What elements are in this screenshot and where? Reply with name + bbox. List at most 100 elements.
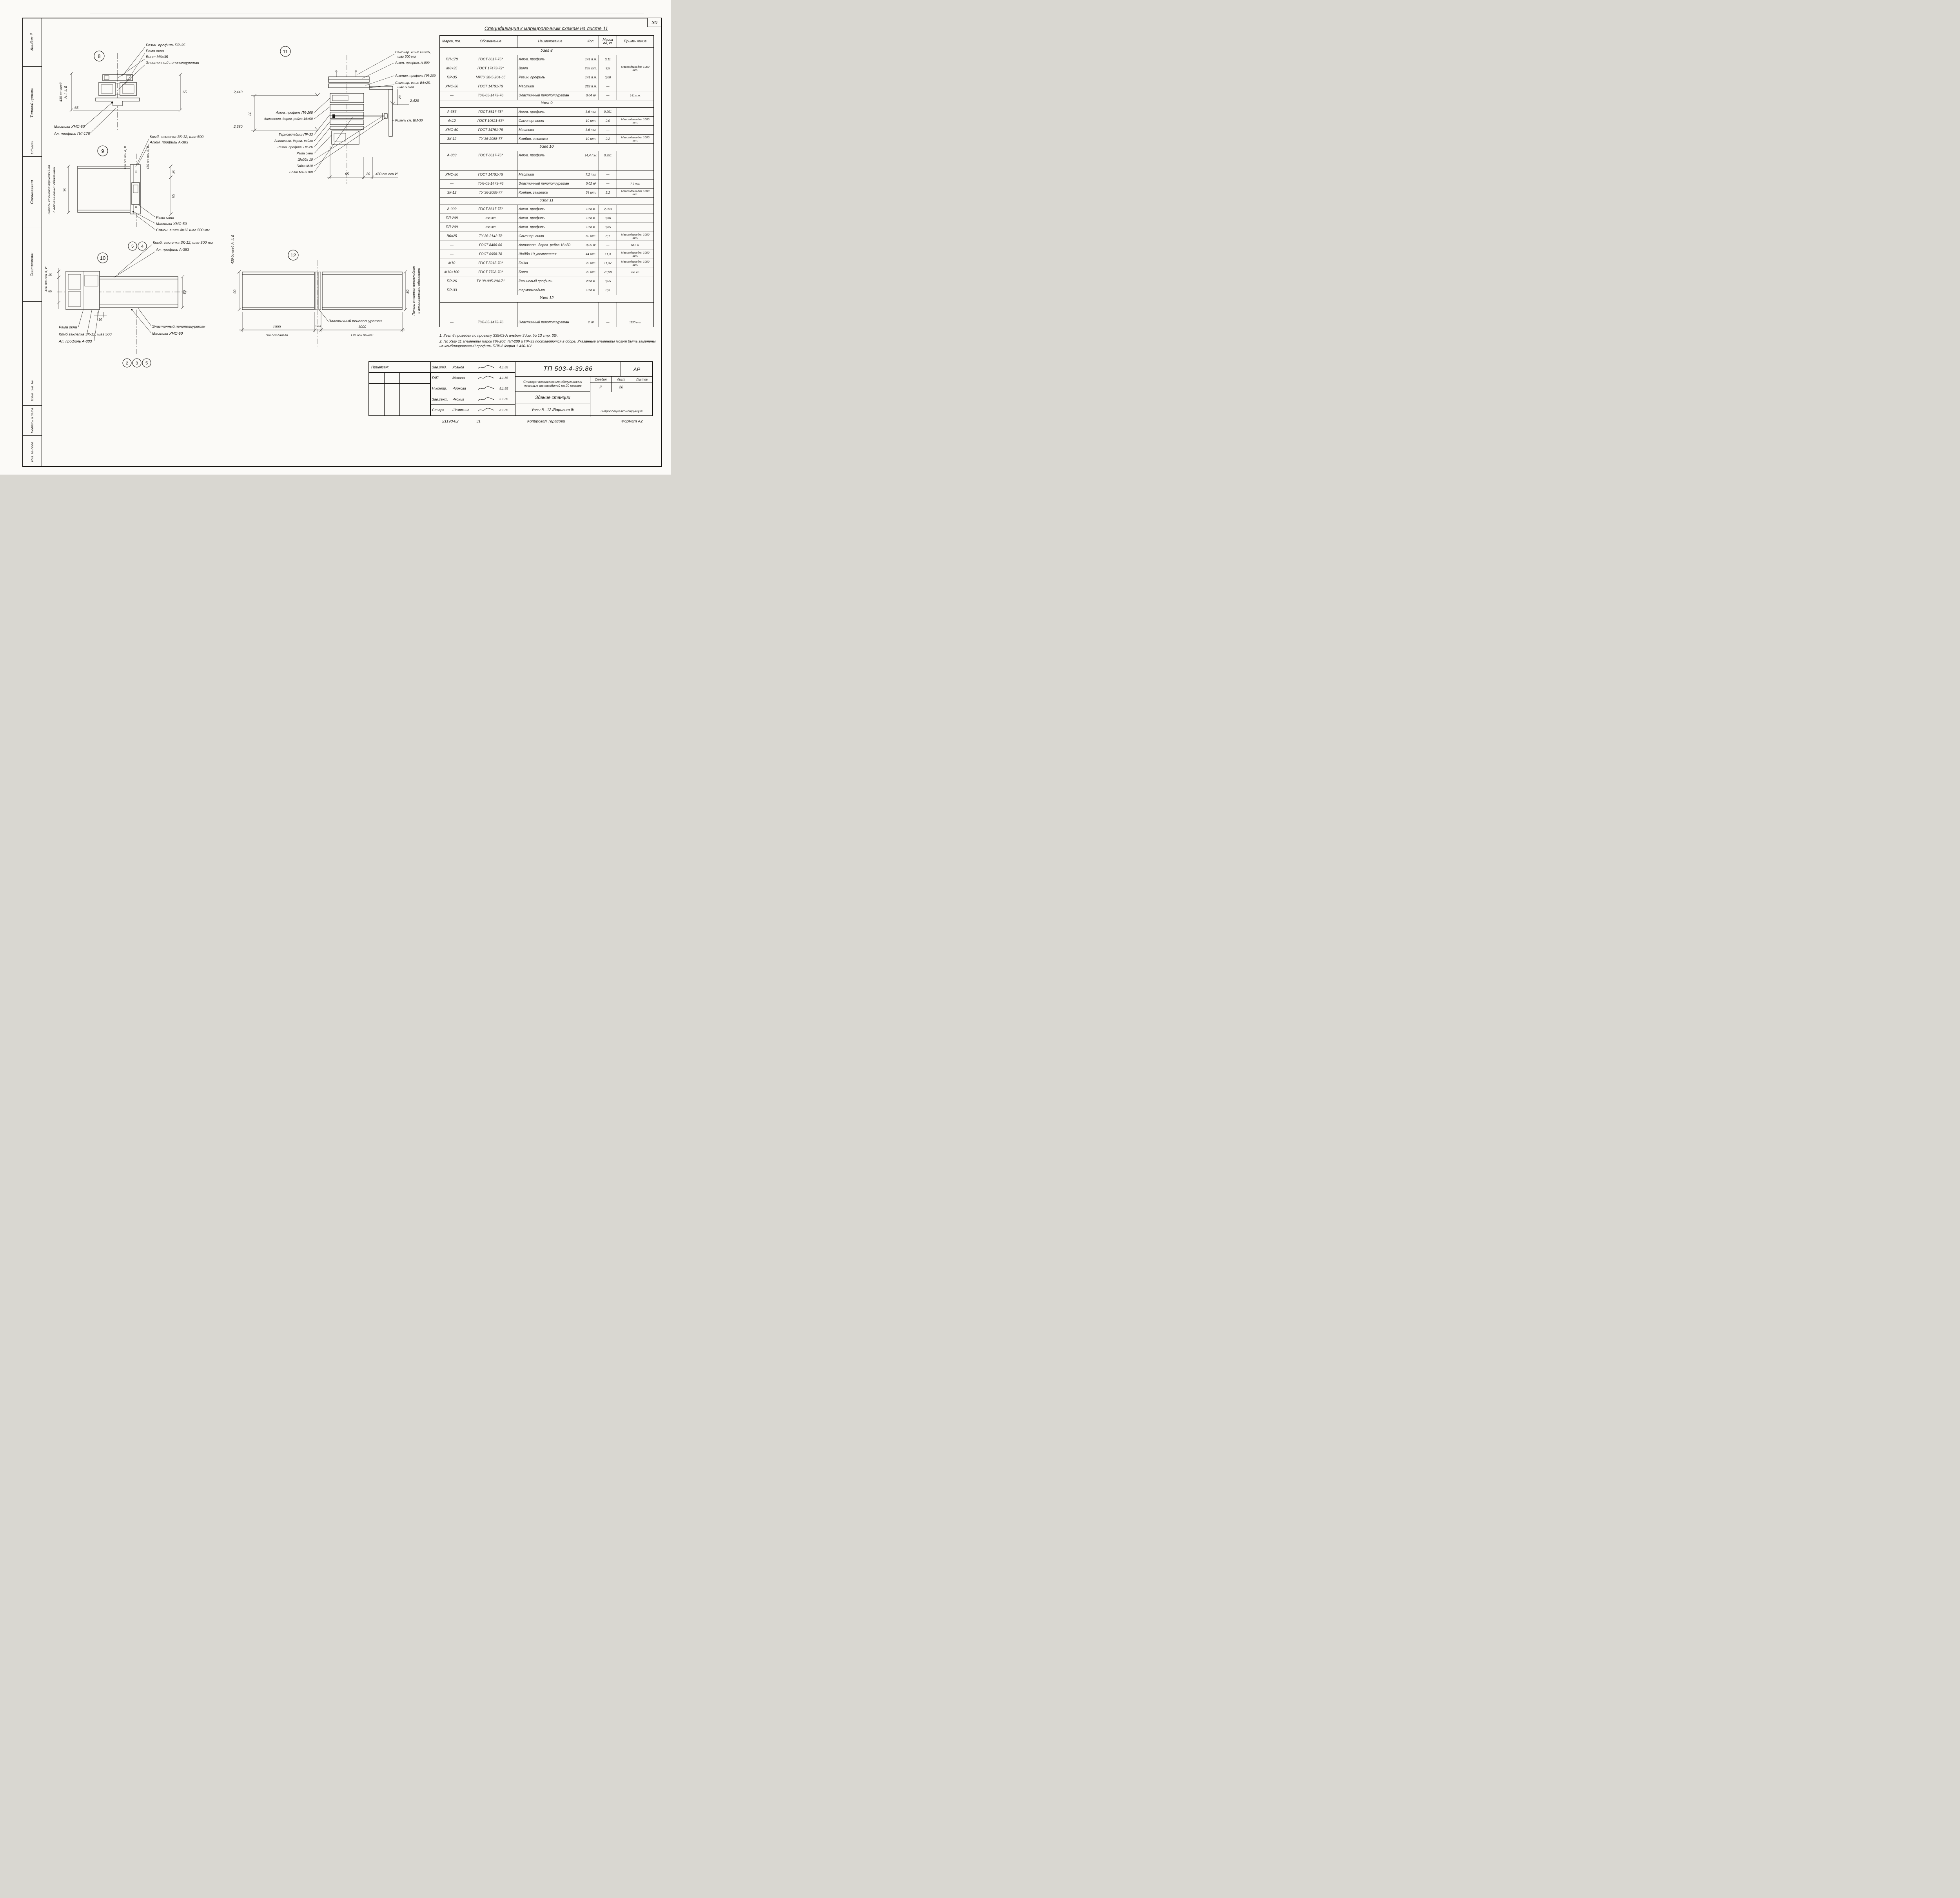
signer-name: Шемякина — [451, 404, 476, 415]
spec-cell-mass: 0,11 — [599, 55, 617, 64]
margin-cell-vzam: Взам. инв. № — [22, 376, 42, 406]
spec-cell-note — [617, 82, 653, 91]
spec-cell-note — [617, 151, 653, 160]
margin-cell-podpis: Подпись и дата — [22, 406, 42, 436]
node-10-dim-65: 65 — [48, 290, 52, 293]
spec-cell-mass: 2,2 — [599, 188, 617, 197]
spec-cell-qty: 7,2 п.м. — [583, 170, 599, 179]
spec-cell-qty: 235 шт. — [583, 64, 599, 73]
node-9-axis-dim: 430 от оси А, И — [123, 146, 127, 169]
spec-cell-note — [617, 277, 653, 286]
spec-cell-qty: 2 м³ — [583, 318, 599, 327]
node-8-callout: Винт М6×35 — [146, 55, 168, 59]
node-8-callout: Рама окна — [146, 49, 164, 53]
spec-cell-mass: 2,2 — [599, 134, 617, 143]
spec-cell-note: то же — [617, 268, 653, 277]
spec-cell-designation: ГОСТ 7798-70* — [464, 268, 517, 277]
spec-cell-mass: 0,251 — [599, 107, 617, 116]
spec-cell-qty: 60 шт. — [583, 232, 599, 241]
spec-section-header: Узел 11 — [440, 197, 653, 205]
node-8-detail: 8 430 от осей А, I, II, Б 65 65 Ре — [54, 43, 200, 136]
node-10-callout: Ал. профиль А-383 — [156, 248, 189, 252]
node-11-callout: Самонар. винт В6×25, — [395, 50, 431, 54]
spec-cell-designation: МРТУ 38-5-204-65 — [464, 73, 517, 82]
node-12-dim-90: 90 — [233, 290, 237, 294]
spec-cell-mass: — — [599, 125, 617, 134]
node-10-dim-15: 15 — [48, 273, 52, 277]
spec-cell-designation: ТУ 36-2088-77 — [464, 188, 517, 197]
signer-role: Зав.отд. — [431, 362, 451, 373]
spec-header-mark: Марка, поз. — [440, 36, 464, 47]
node-12-number: 12 — [290, 252, 296, 258]
node-11-axis-dim: 430 от оси И — [376, 172, 398, 176]
node-10-circle-2: 2 — [126, 361, 128, 366]
spec-cell-name: Эластичный пенополиуретан — [517, 179, 583, 188]
spec-cell-qty: 10 шт. — [583, 134, 599, 143]
signer-name: Чиркова — [451, 383, 476, 394]
signer-name: Усанов — [451, 362, 476, 373]
left-margin-strip: Альбом II Типовой проект Объект Согласов… — [22, 18, 42, 467]
spec-cell-qty: 14,4 п.м. — [583, 151, 599, 160]
node-10-axis-dim: 450 от оси А, И — [44, 266, 48, 291]
spec-cell-name: Алюм. профиль — [517, 205, 583, 214]
spec-cell-mark: — — [440, 241, 464, 250]
spec-cell-designation: ГОСТ 14791-79 — [464, 170, 517, 179]
node-12-axis-label: От оси панели — [351, 334, 374, 337]
project-title: Станция технического обслуживания легков… — [515, 377, 590, 392]
spec-section-header: Узел 8 — [440, 47, 653, 55]
spec-cell-mark: М10 — [440, 259, 464, 268]
spec-empty-row — [440, 160, 653, 170]
node-11-callout: шаг 300 мм — [397, 54, 416, 58]
node-10-dim-80: 80 — [183, 290, 187, 294]
node-9-dim-90: 90 — [62, 188, 66, 192]
spec-cell-name: Алюм. профиль — [517, 223, 583, 232]
margin-cell-object: Объект — [22, 139, 42, 157]
node-11-callout: Гайка М10 — [297, 164, 313, 168]
nodes-drawing-canvas: 8 430 от осей А, I, II, Б 65 65 Ре — [44, 43, 436, 368]
spec-cell-mark: УМС-50 — [440, 125, 464, 134]
spec-cell-mark: ПЛ-209 — [440, 223, 464, 232]
spec-cell-qty: 22 шт. — [583, 268, 599, 277]
sheet-frame — [22, 18, 662, 467]
node-11-detail: 11 2,440 2, — [233, 46, 436, 184]
node-11-dim-20-top: 20 — [398, 95, 402, 99]
margin-cell-blank — [22, 302, 42, 376]
spec-cell-mark: УМС-50 — [440, 170, 464, 179]
spec-cell-mass: 0,3 — [599, 286, 617, 295]
signer-role: ГАП — [431, 373, 451, 384]
spec-cell-qty: 34 шт. — [583, 188, 599, 197]
node-10-circle-4: 4 — [141, 244, 143, 249]
spec-cell-name: Эластичный пенополиуретан — [517, 91, 583, 100]
drawing-sheet: 30 Альбом II Типовой проект Объект Согла… — [0, 0, 671, 475]
node-11-callout: Антисепт. дерев. рейка — [274, 139, 313, 143]
spec-header-mass: Масса ед, кг — [599, 36, 617, 47]
node-10-callout: Мастика УМС-50 — [152, 332, 183, 336]
spec-cell-mass: 2,253 — [599, 205, 617, 214]
spec-section-header: Узел 12 — [440, 295, 653, 302]
spec-cell-note — [617, 223, 653, 232]
organization-name: Гипроспецгазконструкция — [601, 409, 642, 413]
signer-signature — [476, 373, 498, 384]
spec-cell-designation: ГОСТ 8486-66 — [464, 241, 517, 250]
sheet-label: Лист — [612, 377, 631, 382]
spec-cell-note: Масса дана для 1000 шт. — [617, 64, 653, 73]
spec-cell-designation: ГОСТ 8617-75* — [464, 55, 517, 64]
sheet-number: 30 — [647, 18, 662, 27]
node-11-callout: Алюм. профиль А-009 — [395, 61, 430, 65]
spec-cell-name: Резин. профиль — [517, 73, 583, 82]
spec-cell-note — [617, 125, 653, 134]
spec-cell-name: Комбин. заклепка — [517, 188, 583, 197]
document-number: ТП 503-4-39.86 — [543, 366, 593, 372]
